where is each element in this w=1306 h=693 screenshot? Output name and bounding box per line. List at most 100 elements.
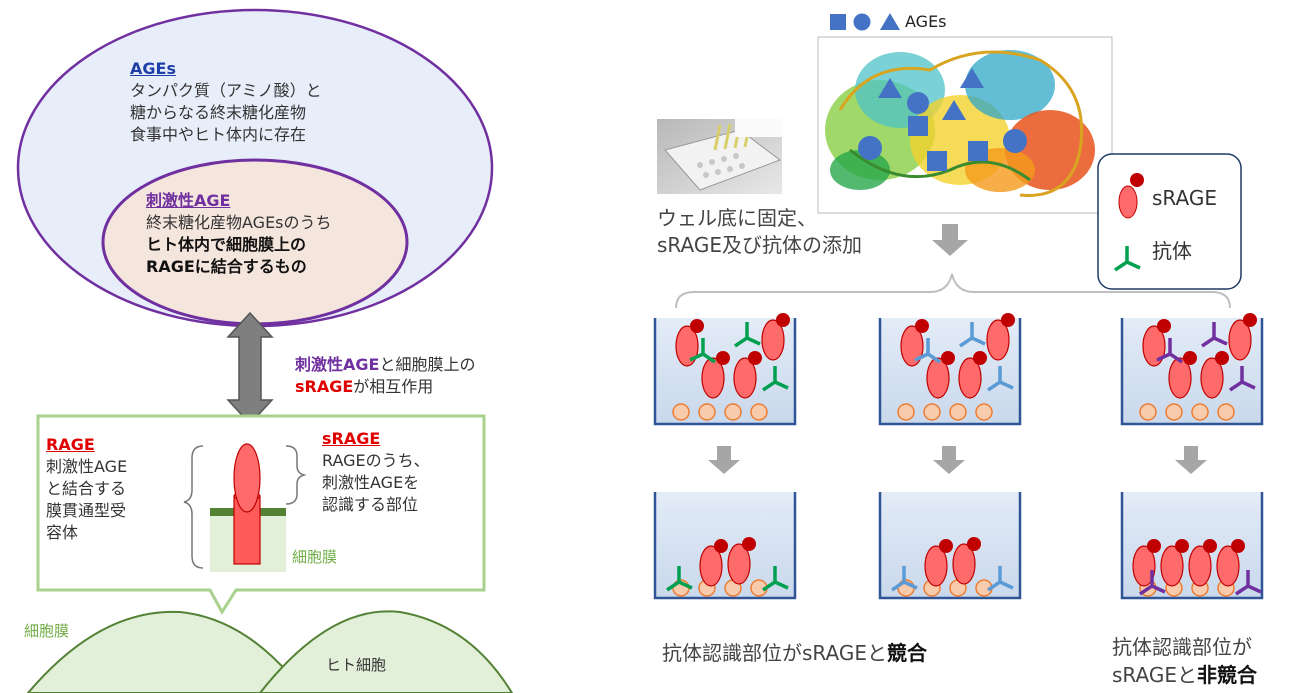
lower-well-3-antibody-b (1235, 570, 1262, 596)
ages-block: AGEs タンパク質（アミノ酸）と 糖からなる終末糖化産物 食事中やヒト体内に存… (130, 58, 322, 146)
upper-well-2-antibody-a (959, 322, 986, 348)
wells-bracket (675, 273, 1231, 309)
upper-well-2-srage-a-dot (915, 319, 929, 333)
step-line2: sRAGE及び抗体の添加 (657, 233, 862, 257)
interaction-double-arrow (226, 311, 274, 426)
upper-well-1-ligand-1 (698, 403, 716, 421)
upper-well-3-ligand-0 (1139, 403, 1157, 421)
srage-line2: 刺激性AGEを (322, 473, 420, 492)
lower-well-3-srage-d-dot (1231, 539, 1245, 553)
lower-well-3-srage-b (1160, 545, 1184, 587)
upper-well-3-srage-b-dot (1183, 351, 1197, 365)
down-arrow-2 (933, 446, 965, 474)
upper-well-2-srage-c-dot (973, 351, 987, 365)
down-arrow-1 (708, 446, 740, 474)
lower-well-1-antibody-b (762, 566, 789, 592)
step-text: ウェル底に固定、 sRAGE及び抗体の添加 (657, 205, 862, 259)
lower-well-3-srage-a-dot (1147, 539, 1161, 553)
ages-line2: 糖からなる終末糖化産物 (130, 103, 307, 122)
stim-age-title: 刺激性AGE (146, 191, 231, 210)
lower-well-2-antibody-a (891, 566, 918, 592)
upper-well-3-srage-d-dot (1243, 313, 1257, 327)
result-noncompetitive-line1: 抗体認識部位が (1112, 635, 1252, 659)
result-noncompetitive-prefix: sRAGEと (1112, 663, 1197, 687)
lower-well-3-antibody-a (1139, 570, 1166, 596)
interaction-srage: sRAGE (295, 377, 354, 396)
upper-well-3-antibody-b (1156, 338, 1183, 364)
rage-line2: と結合する (46, 479, 127, 498)
upper-well-2-srage-b-dot (941, 351, 955, 365)
lower-well-3-srage-a (1132, 545, 1156, 587)
stim-age-line3: RAGEに結合するもの (146, 257, 307, 276)
srage-line1: RAGEのうち、 (322, 451, 430, 470)
ages-line1: タンパク質（アミノ酸）と (130, 81, 322, 100)
rage-block: RAGE 刺激性AGE と結合する 膜貫通型受 容体 (46, 434, 127, 544)
lower-well-1-srage-a (699, 545, 723, 587)
upper-well-3-srage-c-dot (1215, 351, 1229, 365)
srage-block: sRAGE RAGEのうち、 刺激性AGEを 認識する部位 (322, 428, 430, 516)
upper-well-1-srage-c-dot (748, 351, 762, 365)
protein-structure-image (817, 36, 1113, 214)
rage-brace (183, 445, 204, 569)
upper-well-2-srage-b (926, 357, 950, 399)
result-noncompetitive: 抗体認識部位が sRAGEと非競合 (1112, 633, 1257, 689)
legend-srage-icon (1118, 185, 1138, 219)
interaction-text: 刺激性AGEと細胞膜上の sRAGEが相互作用 (295, 354, 475, 398)
upper-well-1-srage-d-dot (776, 313, 790, 327)
upper-well-1-antibody-b (689, 338, 716, 364)
srage-brace (285, 445, 307, 505)
cell-membrane-label: 細胞膜 (24, 622, 70, 640)
down-arrow-3 (1175, 446, 1207, 474)
lower-well-3-srage-b-dot (1175, 539, 1189, 553)
upper-well-1-antibody-c (762, 366, 789, 392)
cell-label: ヒト細胞 (326, 656, 387, 674)
upper-well-3-srage-c (1200, 357, 1224, 399)
interaction-stim-age: 刺激性AGE (295, 355, 380, 374)
upper-well-2-wall (878, 318, 1022, 426)
upper-well-2-ligand-3 (975, 403, 993, 421)
rage-line3: 膜貫通型受 (46, 501, 127, 520)
result-competitive-prefix: 抗体認識部位がsRAGEと (662, 641, 887, 665)
stim-age-block: 刺激性AGE 終末糖化産物AGEsのうち ヒト体内で細胞膜上の RAGEに結合す… (146, 190, 332, 278)
legend-antibody-icon (1114, 246, 1141, 272)
rage-line4: 容体 (46, 523, 79, 542)
upper-well-1-srage-a-dot (690, 319, 704, 333)
well-plate-photo (657, 119, 782, 194)
srage-title: sRAGE (322, 429, 381, 448)
stim-age-line2: ヒト体内で細胞膜上の (146, 235, 307, 254)
lower-well-2-srage-a-dot (939, 539, 953, 553)
lower-well-2-srage-b (952, 543, 976, 585)
upper-well-2-antibody-c (987, 366, 1014, 392)
srage-line3: 認識する部位 (322, 495, 419, 514)
legend-box (1097, 153, 1242, 290)
upper-well-1-ligand-3 (750, 403, 768, 421)
lower-well-2-wall (878, 492, 1022, 600)
ages-square-icon (830, 14, 846, 30)
legend-srage-label: sRAGE (1152, 186, 1217, 210)
lower-well-1-srage-b (727, 543, 751, 585)
upper-well-3-antibody-a (1201, 322, 1228, 348)
upper-well-1-ligand-0 (672, 403, 690, 421)
membrane-label: 細胞膜 (292, 548, 338, 566)
upper-well-3-srage-a-dot (1157, 319, 1171, 333)
upper-well-2-srage-a (900, 325, 924, 367)
upper-well-2-ligand-1 (923, 403, 941, 421)
lower-well-2-srage-a (924, 545, 948, 587)
upper-well-3-ligand-2 (1191, 403, 1209, 421)
upper-well-3-ligand-1 (1165, 403, 1183, 421)
rage-line1: 刺激性AGE (46, 457, 128, 476)
upper-well-1-srage-a (675, 325, 699, 367)
upper-well-3-antibody-c (1229, 366, 1256, 392)
ages-line3: 食事中やヒト体内に存在 (130, 125, 307, 144)
upper-well-1-srage-b (701, 357, 725, 399)
upper-well-2-ligand-0 (897, 403, 915, 421)
upper-well-2-ligand-2 (949, 403, 967, 421)
rage-title: RAGE (46, 435, 95, 454)
ages-circle-icon (853, 13, 871, 31)
ages-legend-label: AGEs (905, 12, 947, 31)
lower-well-3-wall (1120, 492, 1264, 600)
step-line1: ウェル底に固定、 (657, 206, 817, 230)
upper-well-1-srage-d (761, 319, 785, 361)
upper-well-3-srage-a (1142, 325, 1166, 367)
lower-well-1-srage-b-dot (742, 537, 756, 551)
